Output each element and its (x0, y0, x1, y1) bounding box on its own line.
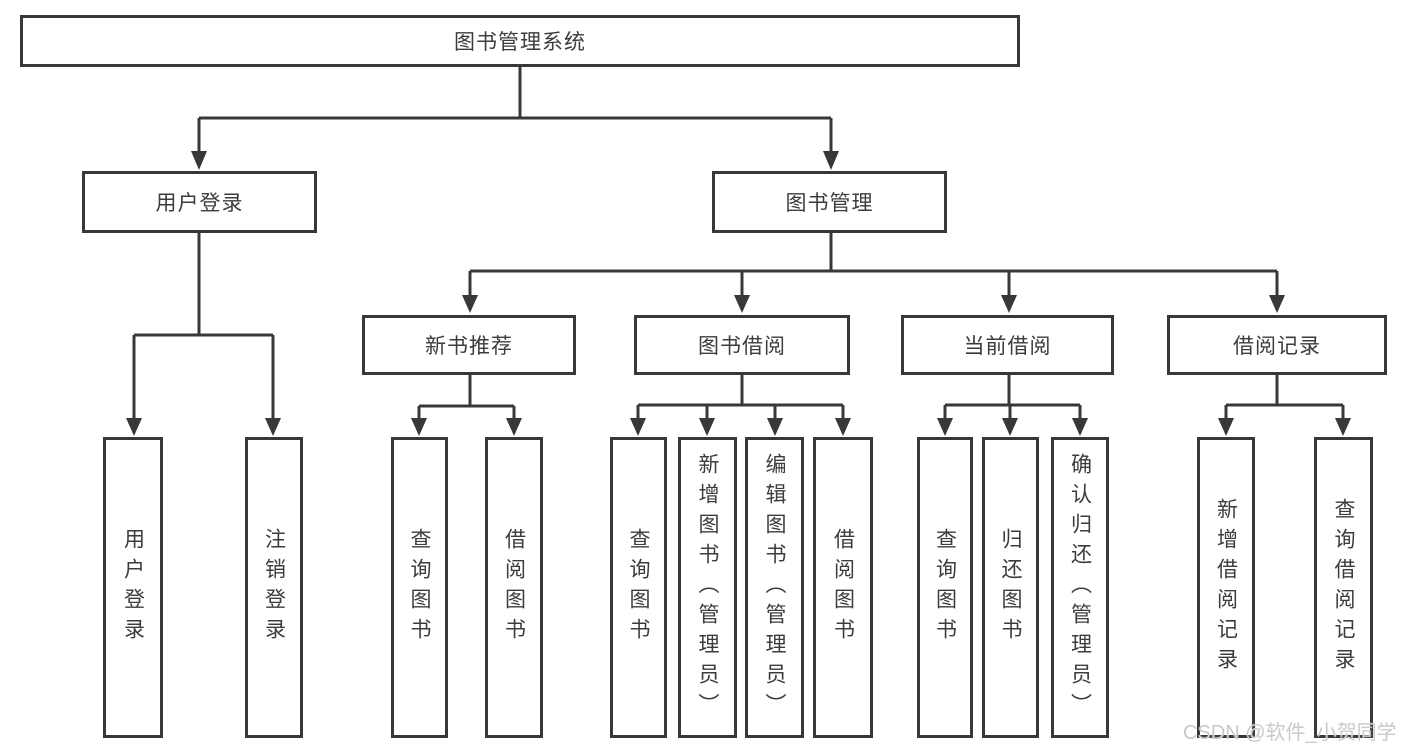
node-label: 借阅记录 (1233, 335, 1321, 358)
node-library-management-system: 图书管理系统 (20, 15, 1020, 67)
leaf-label: 编辑图书（管理员） (763, 452, 786, 723)
node-current-borrow: 当前借阅 (901, 315, 1114, 375)
leaf-logout: 注销登录 (245, 437, 303, 738)
leaf-records-query-record: 查询借阅记录 (1314, 437, 1373, 738)
leaf-label: 借阅图书 (831, 527, 855, 648)
leaf-label: 查询借阅记录 (1332, 497, 1355, 678)
leaf-borrow-query-books: 查询图书 (610, 437, 667, 738)
leaf-label: 查询图书 (408, 527, 431, 648)
node-user-login: 用户登录 (82, 171, 317, 233)
leaf-label: 归还图书 (999, 527, 1022, 648)
leaf-current-query-books: 查询图书 (917, 437, 973, 738)
leaf-newbooks-borrow-books: 借阅图书 (485, 437, 543, 738)
leaf-borrow-borrow-books: 借阅图书 (813, 437, 873, 738)
leaf-user-login: 用户登录 (103, 437, 163, 738)
node-label: 新书推荐 (425, 335, 513, 358)
csdn-watermark: CSDN @软件_小贺同学 (1183, 722, 1397, 744)
leaf-records-add-record: 新增借阅记录 (1197, 437, 1255, 738)
node-book-borrow: 图书借阅 (634, 315, 850, 375)
leaf-label: 注销登录 (262, 527, 286, 648)
leaf-label: 用户登录 (121, 527, 145, 648)
leaf-label: 确认归还（管理员） (1068, 452, 1092, 723)
leaf-borrow-edit-books-admin: 编辑图书（管理员） (745, 437, 804, 738)
leaf-label: 查询图书 (627, 527, 650, 648)
node-book-management: 图书管理 (712, 171, 947, 233)
leaf-label: 新增借阅记录 (1214, 497, 1238, 678)
leaf-label: 查询图书 (933, 527, 957, 648)
leaf-label: 新增图书（管理员） (696, 452, 719, 723)
node-new-book-recommend: 新书推荐 (362, 315, 576, 375)
node-label: 当前借阅 (963, 335, 1052, 358)
leaf-borrow-add-books-admin: 新增图书（管理员） (678, 437, 737, 738)
leaf-label: 借阅图书 (502, 527, 526, 648)
node-label: 用户登录 (155, 192, 244, 215)
leaf-current-return-books: 归还图书 (982, 437, 1039, 738)
node-borrow-records: 借阅记录 (1167, 315, 1387, 375)
leaf-newbooks-query-books: 查询图书 (391, 437, 448, 738)
node-label: 图书管理系统 (454, 31, 586, 54)
node-label: 图书借阅 (698, 335, 786, 358)
leaf-current-confirm-return-admin: 确认归还（管理员） (1051, 437, 1109, 738)
node-label: 图书管理 (785, 192, 874, 215)
